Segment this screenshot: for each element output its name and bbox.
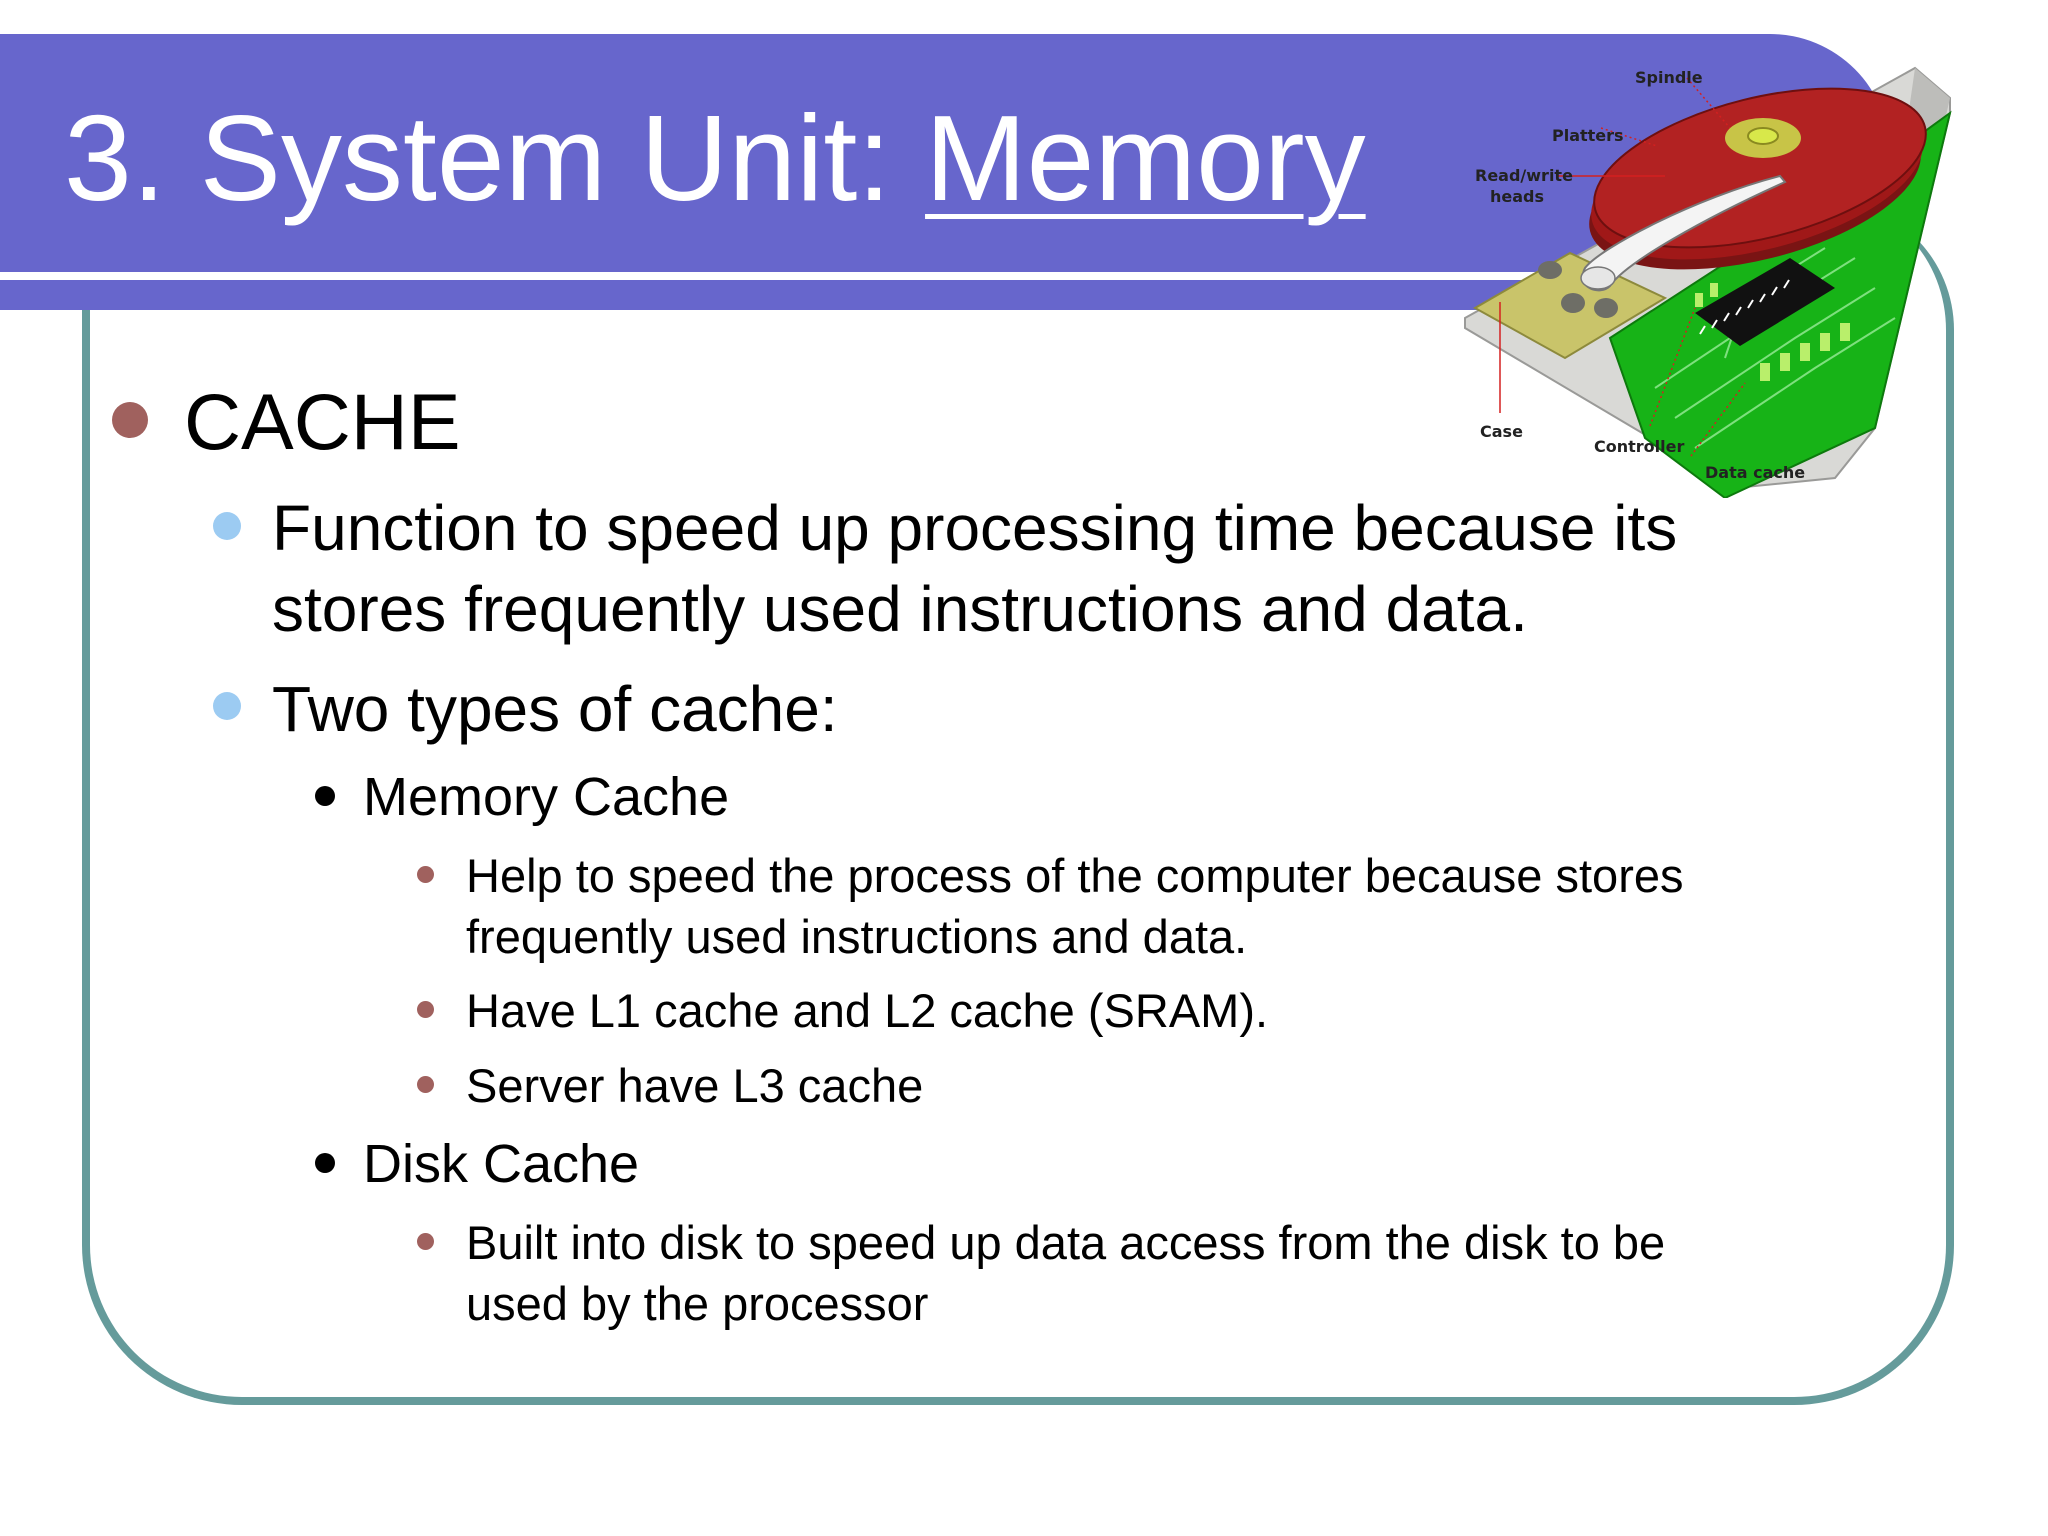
bullet-l1 [112,402,148,438]
label-platters: Platters [1552,126,1624,145]
bullet-l4 [417,1233,434,1250]
function-line-2: stores frequently used instructions and … [272,573,1528,645]
platter-top [1593,87,1927,249]
types-label: Two types of cache: [272,673,838,745]
slide-title: 3. System Unit: Memory [64,88,1366,228]
board-components [1695,283,1850,381]
bullet-l4 [417,1001,434,1018]
function-line-1: Function to speed up processing time bec… [272,492,1678,564]
content-frame [82,200,1954,1405]
label-spindle: Spindle [1635,68,1703,87]
disk-point-1-line-1: Built into disk to speed up data access … [466,1216,1666,1269]
disk-cache-label: Disk Cache [363,1134,640,1194]
memory-point-1-line-2: frequently used instructions and data. [466,910,1248,963]
memory-point-2: Have L1 cache and L2 cache (SRAM). [466,984,1269,1037]
bullet-l2 [213,692,241,720]
memory-cache-label: Memory Cache [363,767,730,827]
title-prefix: 3. System Unit: [64,90,926,226]
bullet-l3 [315,1153,335,1173]
title-divider [0,272,1560,280]
chip-pins [1699,279,1790,335]
title-band-lower [0,280,1560,310]
read-write-arm [1581,174,1787,292]
bullet-l2 [213,512,241,540]
title-accent: Memory [925,90,1366,226]
bullet-l4 [417,1076,434,1093]
label-heads: heads [1490,187,1544,206]
controller-chip [1695,258,1835,346]
label-controller: Controller [1594,437,1684,456]
hard-disk-illustration: Spindle Platters Read/write heads Case C… [1464,66,1952,498]
memory-point-3: Server have L3 cache [466,1059,924,1112]
title-band [0,34,1890,272]
bullet-l3 [315,786,335,806]
memory-point-1-line-1: Help to speed the process of the compute… [466,849,1684,902]
label-data-cache: Data cache [1705,463,1805,482]
bullet-l4 [417,866,434,883]
disk-point-1-line-2: used by the processor [466,1277,929,1330]
leader-lines [1499,77,1746,457]
label-read-write: Read/write [1475,166,1573,185]
cache-heading: CACHE [184,377,461,466]
label-case: Case [1480,422,1523,441]
